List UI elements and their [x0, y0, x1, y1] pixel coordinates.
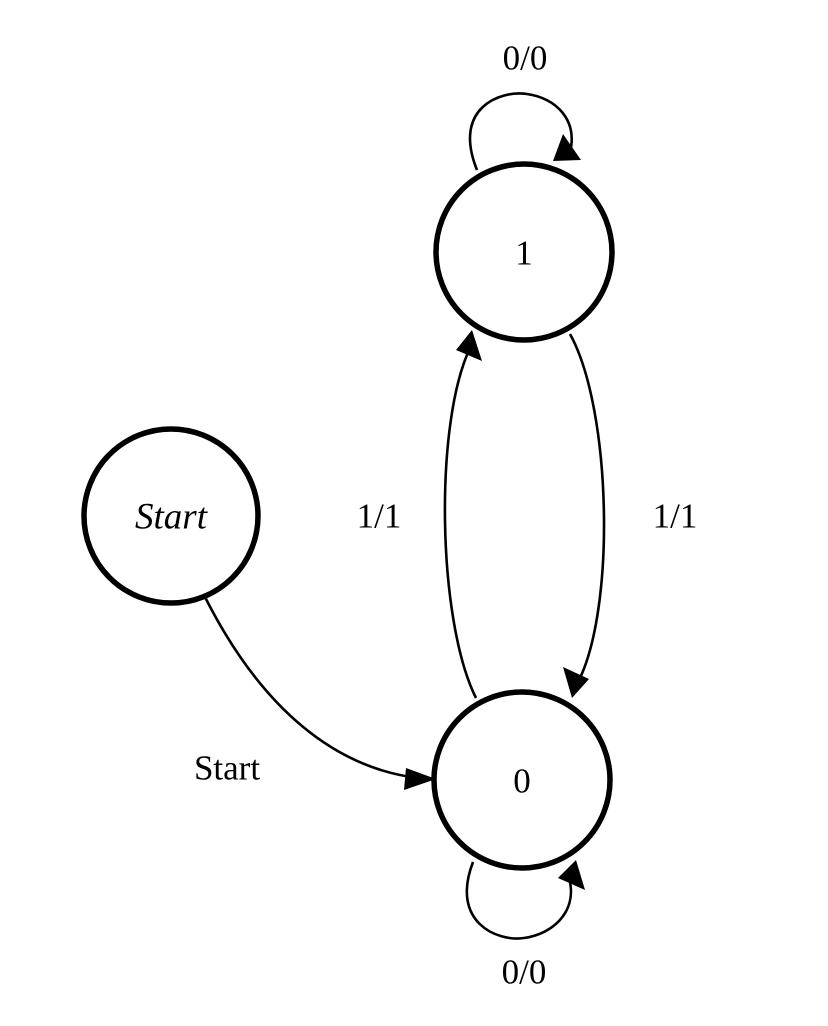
state-zero-circle: [431, 689, 613, 871]
state-zero-label: 0: [513, 762, 531, 801]
one-to-zero-path: [568, 333, 606, 685]
state-one-label: 1: [515, 234, 533, 273]
one-to-zero-arrowhead: [563, 667, 589, 698]
zero-self-loop-arrowhead: [558, 860, 585, 890]
zero-self-loop-label: 0/0: [502, 953, 547, 992]
edge-start-to-zero[interactable]: Start: [194, 596, 436, 790]
edge-one-to-zero[interactable]: 1/1: [563, 333, 698, 698]
state-one-circle: [433, 161, 615, 343]
one-self-loop-path: [468, 92, 573, 171]
zero-self-loop-path: [465, 861, 573, 940]
start-to-zero-path: [203, 596, 419, 780]
state-node-one[interactable]: 1: [433, 161, 615, 343]
one-to-zero-label: 1/1: [653, 497, 698, 536]
start-to-zero-arrowhead: [404, 768, 436, 790]
zero-to-one-path: [443, 345, 478, 699]
state-start-label: Start: [135, 497, 209, 538]
zero-to-one-arrowhead: [456, 330, 482, 361]
state-node-zero[interactable]: 0: [431, 689, 613, 871]
edge-zero-to-one[interactable]: 1/1: [357, 330, 482, 699]
state-node-start[interactable]: Start: [81, 426, 261, 606]
one-self-loop-label: 0/0: [503, 39, 548, 78]
state-start-circle: [81, 426, 261, 606]
one-self-loop-arrowhead: [553, 134, 581, 161]
edge-zero-self-loop[interactable]: 0/0: [465, 860, 585, 992]
edge-one-self-loop[interactable]: 0/0: [468, 39, 581, 171]
zero-to-one-label: 1/1: [357, 497, 402, 536]
start-to-zero-label: Start: [194, 749, 260, 788]
